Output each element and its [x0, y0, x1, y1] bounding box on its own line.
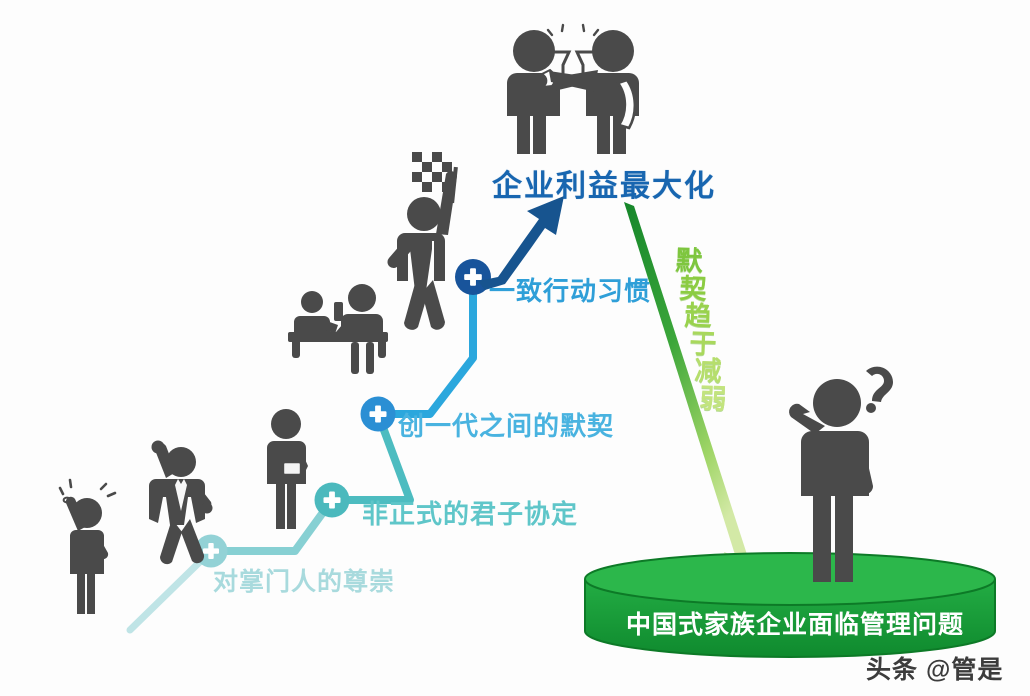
decline-char-0: 默 — [675, 245, 704, 277]
rising-arrow — [478, 196, 564, 290]
person-waving-checkered-flag-figure — [387, 152, 458, 330]
standing-worker-with-clipboard-figure — [267, 409, 308, 529]
two-people-toasting-figure — [507, 23, 639, 154]
decline-char-5: 弱 — [699, 383, 728, 415]
platform-label: 中国式家族企业面临管理问题 — [625, 611, 964, 639]
green-platform — [584, 552, 996, 658]
decline-arrow-label: 默 契 趋 于 减 弱 — [664, 245, 727, 415]
two-people-at-desk-figure — [288, 284, 388, 374]
step-label-2: 创一代之间的默契 — [398, 411, 615, 441]
confused-person-with-question-mark-figure — [789, 366, 893, 582]
businessman-raised-arm-figure — [149, 440, 213, 565]
decline-char-2: 趋 — [684, 300, 713, 332]
decline-char-1: 契 — [679, 273, 708, 304]
staircase-path — [126, 277, 477, 634]
decline-char-3: 于 — [689, 328, 718, 360]
step-node-1 — [314, 482, 350, 518]
decline-char-4: 减 — [694, 355, 723, 387]
cheering-villager-figure — [58, 478, 117, 614]
step-label-0: 对掌门人的尊崇 — [213, 568, 396, 596]
step-label-1: 非正式的君子协定 — [362, 499, 579, 529]
page-title: 企业利益最大化 — [492, 170, 716, 203]
question-mark-icon — [866, 366, 893, 413]
step-node-2 — [360, 396, 396, 432]
watermark: 头条 @管是 — [866, 656, 1004, 684]
step-label-3: 一致行动习惯 — [489, 276, 652, 306]
